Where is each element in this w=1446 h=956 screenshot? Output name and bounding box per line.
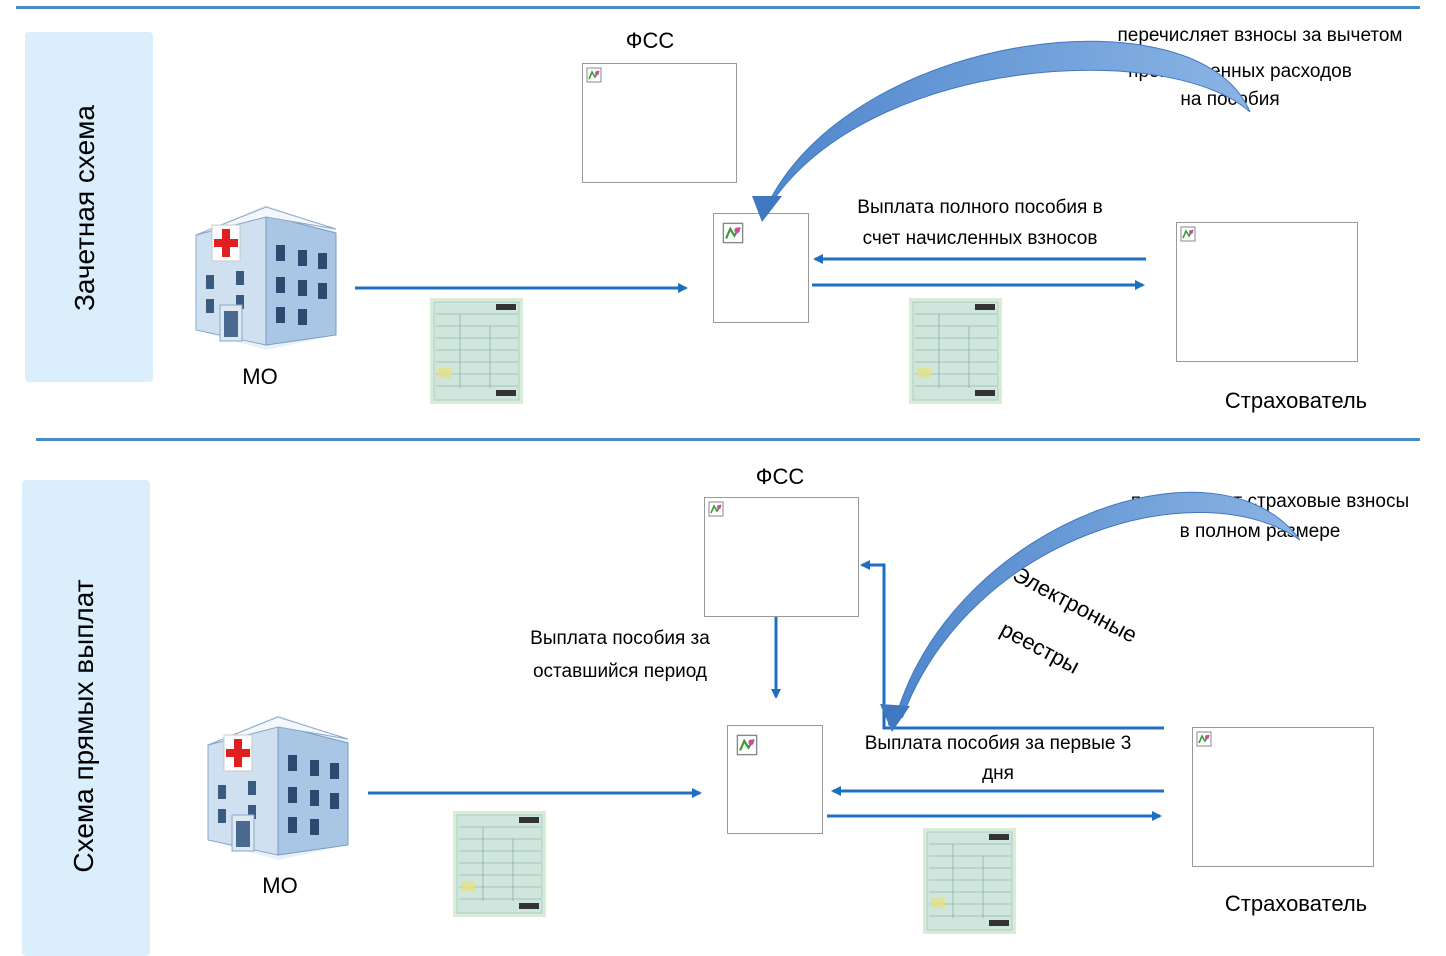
payment-label-top-line2: счет начисленных взносов [862, 228, 1098, 249]
payment-label-top-line1: Выплата полного пособия в [857, 197, 1103, 218]
fss-label-bottom: ФСС [755, 464, 805, 489]
insurer-image-top [1176, 222, 1358, 362]
fss-label-top: ФСС [625, 28, 675, 53]
first-days-line2: дня [982, 763, 1014, 784]
scheme-title-direct: Схема прямых выплат [68, 579, 99, 873]
hospital-icon [195, 205, 337, 350]
curved-note-top-line2: произведенных расходов [1128, 61, 1352, 82]
curved-note-bottom-line2: в полном размере [1179, 521, 1341, 542]
middle-divider [36, 438, 1420, 441]
center-image-bottom [727, 725, 823, 834]
curved-note-top-line3: на пособия [1180, 89, 1280, 110]
mo-label-top: МО [242, 364, 278, 389]
hospital-icon [207, 715, 349, 860]
center-image-top [713, 213, 809, 323]
broken-image-icon [1196, 731, 1212, 747]
side-panel-offset-scheme [25, 32, 153, 382]
fss-image-top [582, 63, 737, 183]
fss-payment-line1: Выплата пособия за [530, 628, 710, 649]
insurer-label-top: Страхователь [1224, 388, 1368, 413]
mo-label-bottom: МО [262, 873, 298, 898]
broken-image-icon [722, 222, 744, 244]
fss-payment-line2: оставшийся период [532, 661, 708, 682]
sick-leave-form-icon [453, 811, 546, 917]
curved-note-top-line1: перечисляет взносы за вычетом [1117, 25, 1403, 46]
top-divider [16, 6, 1420, 9]
sick-leave-form-icon [909, 298, 1002, 404]
curved-arrow-bottom-head [880, 704, 910, 732]
fss-image-bottom [704, 497, 859, 617]
side-panel-direct-scheme [22, 480, 150, 956]
insurer-label-bottom: Страхователь [1224, 891, 1368, 916]
broken-image-icon [736, 734, 758, 756]
first-days-line1: Выплата пособия за первые 3 [864, 733, 1132, 754]
broken-image-icon [586, 67, 602, 83]
broken-image-icon [708, 501, 724, 517]
sick-leave-form-icon [923, 828, 1016, 934]
broken-image-icon [1180, 226, 1196, 242]
scheme-title-offset: Зачетная схема [69, 105, 100, 311]
curved-note-bottom-line1: перечисляет страховые взносы [1130, 491, 1410, 512]
sick-leave-form-icon [430, 298, 523, 404]
insurer-image-bottom [1192, 727, 1374, 867]
